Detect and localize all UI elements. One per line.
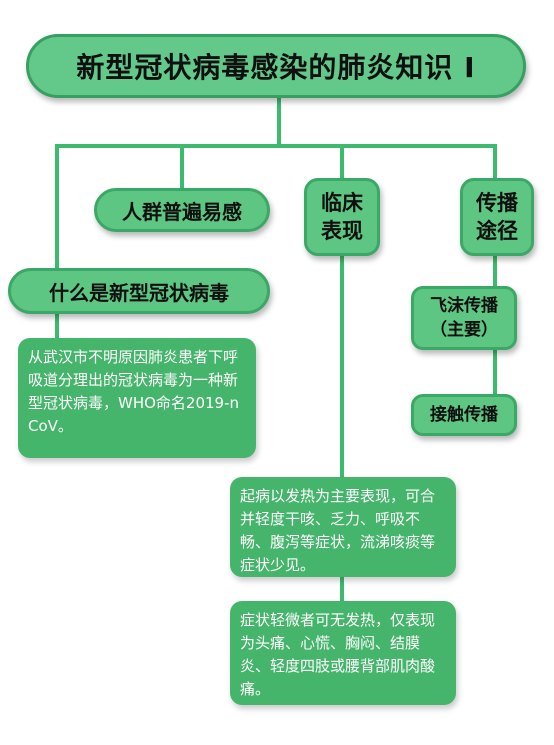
connector-susceptible (180, 144, 184, 190)
desc-clinical-2: 症状轻微者可无发热，仅表现为头痛、心慌、胸闷、结膜炎、轻度四肢或腰背部肌肉酸痛。 (230, 601, 456, 705)
node-clinical-line1: 临床 (321, 191, 363, 215)
node-droplet-line1: 飞沫传播 (430, 296, 498, 316)
node-contact: 接触传播 (411, 394, 517, 436)
desc-what-is: 从武汉市不明原因肺炎患者下呼吸道分理出的冠状病毒为一种新型冠状病毒，WHO命名2… (18, 338, 256, 458)
node-clinical: 临床 表现 (304, 178, 380, 256)
diagram-title: 新型冠状病毒感染的肺炎知识 I (26, 34, 526, 98)
node-susceptible: 人群普遍易感 (94, 188, 270, 232)
desc-clinical-1: 起病以发热为主要表现，可合并轻度干咳、乏力、呼吸不畅、腹泻等症状，流涕咳痰等症状… (230, 477, 456, 577)
connector-left (55, 144, 59, 350)
connector-horizontal (55, 144, 497, 148)
connector-clinical (340, 144, 344, 634)
node-droplet: 飞沫传播 （主要） (411, 286, 517, 350)
node-droplet-line2: （主要） (430, 320, 498, 340)
node-route-line2: 途径 (476, 219, 518, 243)
node-what-is: 什么是新型冠状病毒 (8, 268, 270, 314)
node-clinical-line2: 表现 (321, 219, 363, 243)
node-route: 传播 途径 (460, 178, 534, 256)
node-route-line1: 传播 (476, 191, 518, 215)
connector-title-down (277, 98, 281, 148)
